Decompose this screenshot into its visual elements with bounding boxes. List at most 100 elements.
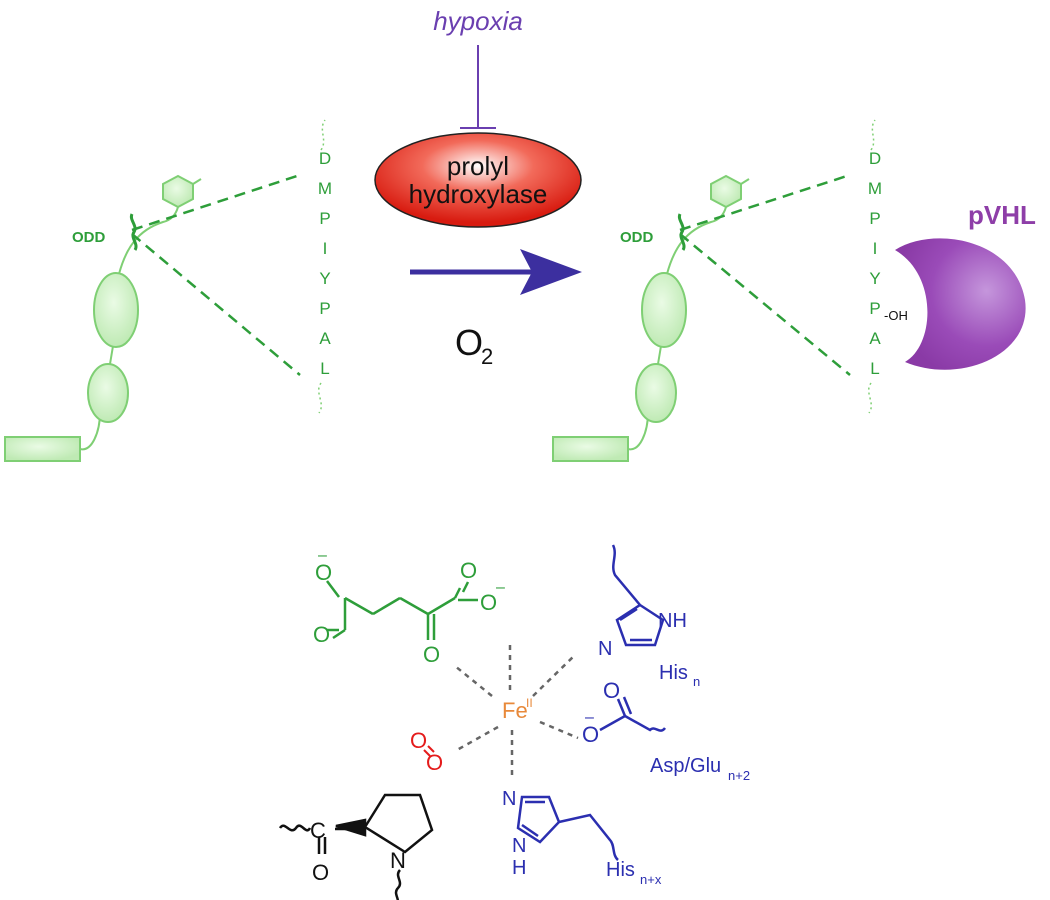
his-n: N bbox=[598, 638, 612, 660]
sequence-residue: P bbox=[869, 299, 880, 318]
akg-oxygen: O bbox=[423, 642, 440, 667]
backbone-wavy-bond bbox=[278, 824, 312, 832]
proline-nitrogen: N bbox=[390, 848, 406, 873]
hif-domain-upper bbox=[641, 272, 687, 348]
imidazole-ring bbox=[615, 603, 665, 647]
akg-bond bbox=[427, 596, 456, 616]
coordination-bonds bbox=[454, 640, 579, 780]
carboxylate-bond bbox=[599, 714, 626, 732]
sequence-tail-top bbox=[870, 119, 876, 151]
enzyme-label-line1: prolyl bbox=[447, 151, 509, 181]
sequence-residue: P bbox=[319, 209, 330, 228]
akg-bond bbox=[399, 596, 429, 616]
coordination-bond bbox=[456, 725, 499, 752]
his-nx-subscript: n+x bbox=[640, 872, 662, 887]
imidazole-ring bbox=[516, 795, 561, 844]
sequence-residue: P bbox=[319, 299, 330, 318]
akg-oxygen: O bbox=[315, 560, 332, 585]
hypoxia-label: hypoxia bbox=[433, 6, 523, 36]
sequence-residue: L bbox=[320, 359, 329, 378]
sequence-residue: M bbox=[318, 179, 332, 198]
akg-bond bbox=[344, 596, 374, 616]
sequence-residue: D bbox=[869, 149, 881, 168]
sequence-residue: A bbox=[319, 329, 331, 348]
o2-subscript: 2 bbox=[481, 344, 493, 369]
sequence-tail-top bbox=[320, 119, 326, 151]
zoom-line-bottom bbox=[679, 233, 851, 376]
akg-bond bbox=[461, 581, 470, 593]
prolyl-hydroxylase-enzyme bbox=[374, 132, 582, 228]
his-n-subscript: n bbox=[693, 674, 700, 689]
sequence-residue: M bbox=[868, 179, 882, 198]
carboxylate-double-bond bbox=[616, 698, 627, 717]
ring-double-bond bbox=[619, 607, 638, 622]
hif-domain-upper bbox=[93, 272, 139, 348]
n-wavy-bond bbox=[394, 869, 402, 900]
dioxygen-bond bbox=[427, 745, 435, 753]
ring-double-bond bbox=[521, 823, 539, 838]
sequence-residue: L bbox=[870, 359, 879, 378]
asp-side-chain bbox=[624, 714, 667, 732]
carbonyl-oxygen: O bbox=[312, 860, 329, 885]
akg-bond bbox=[453, 587, 462, 599]
hif-odd-chain bbox=[118, 206, 179, 275]
his-n-label: His bbox=[659, 662, 688, 684]
hif-domain-lower bbox=[635, 363, 677, 423]
pvhl-label: pVHL bbox=[968, 200, 1036, 230]
odd-squiggle bbox=[129, 213, 138, 251]
dioxygen: O O bbox=[410, 728, 443, 775]
asp-oxygen: O bbox=[603, 678, 620, 703]
tyrosine-stub bbox=[192, 178, 202, 185]
dioxygen-bond bbox=[423, 749, 431, 757]
sequence-residue: D bbox=[319, 149, 331, 168]
aspartate-glutamate bbox=[599, 696, 667, 732]
asp-glu-label: Asp/Glu bbox=[650, 755, 721, 777]
hif-linker bbox=[109, 345, 114, 365]
alpha-ketoglutarate bbox=[326, 580, 478, 640]
tyrosine-stub bbox=[740, 178, 750, 185]
akg-bond bbox=[332, 628, 346, 640]
hif-protein-right: ODD pVHL D M P I Y P A L -OH bbox=[552, 119, 1036, 462]
his-nh: NH bbox=[658, 610, 687, 632]
sequence-residue: I bbox=[873, 239, 878, 258]
zoom-line-bottom bbox=[131, 233, 301, 376]
sequence-residue: Y bbox=[319, 269, 330, 288]
akg-oxygen: O bbox=[460, 558, 477, 583]
asp-glu-subscript: n+2 bbox=[728, 768, 750, 783]
hif-domain-box bbox=[4, 436, 81, 462]
sequence-residue: A bbox=[869, 329, 881, 348]
oxygen-atom: O bbox=[426, 750, 443, 775]
histidine-n bbox=[611, 544, 665, 647]
carboxylate-double-bond bbox=[622, 696, 633, 715]
akg-charge: – bbox=[496, 579, 505, 596]
hydroxyl-label: -OH bbox=[884, 308, 908, 323]
oxygen-atom: O bbox=[410, 728, 427, 753]
his-n-atoms: NH N bbox=[598, 610, 687, 660]
zoom-line-top bbox=[131, 173, 301, 232]
coordination-bond bbox=[532, 654, 576, 697]
iron-center: Fe bbox=[502, 698, 528, 723]
zoom-line-top bbox=[679, 173, 851, 232]
o2-label: O bbox=[455, 322, 483, 363]
akg-bond bbox=[326, 580, 340, 598]
hif-linker bbox=[657, 345, 662, 365]
sequence-tail-bottom bbox=[867, 382, 873, 414]
akg-oxygen: O bbox=[480, 590, 497, 615]
asp-oxygen: O bbox=[582, 722, 599, 747]
pvhl-protein bbox=[895, 238, 1026, 370]
akg-bond bbox=[372, 596, 401, 616]
his-side-chain bbox=[558, 813, 619, 861]
his-h: H bbox=[512, 857, 526, 879]
proline-atoms: C O N bbox=[310, 818, 406, 885]
his-nx-atoms: N N H bbox=[502, 788, 526, 879]
wedge-bond bbox=[335, 818, 367, 837]
his-n: N bbox=[502, 788, 516, 810]
enzyme-label-line2: hydroxylase bbox=[409, 179, 548, 209]
hif-protein-left: ODD D M P I Y P A L bbox=[4, 119, 332, 462]
reaction-arrow-head bbox=[520, 249, 582, 295]
tyrosine-ring-icon bbox=[162, 174, 194, 209]
sequence-residue: P bbox=[869, 209, 880, 228]
asp-charge: – bbox=[585, 709, 594, 726]
his-side-chain bbox=[611, 544, 641, 606]
histidine-n-x bbox=[516, 795, 619, 861]
